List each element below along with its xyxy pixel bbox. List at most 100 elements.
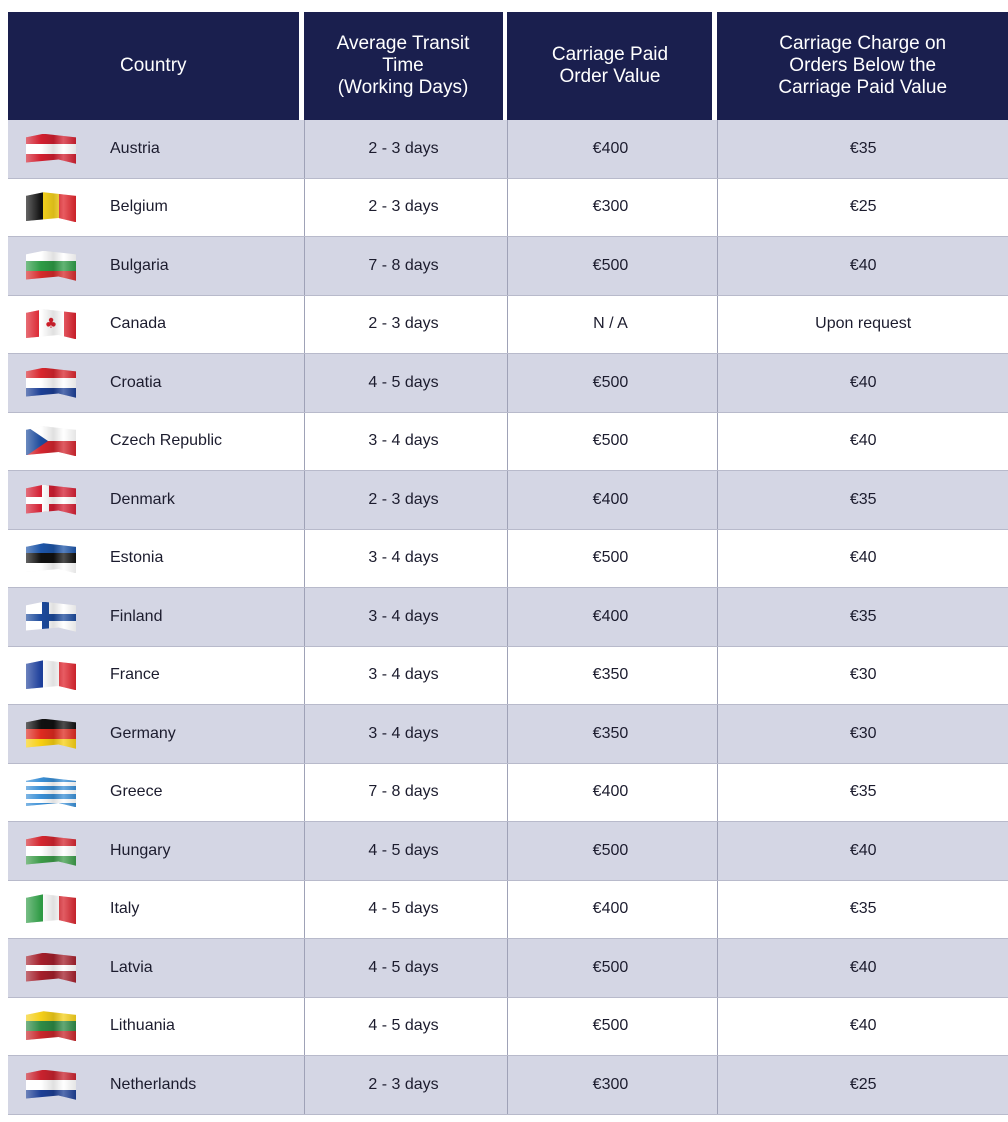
flag-shading xyxy=(26,133,76,164)
header-country: Country xyxy=(120,55,187,76)
maple-leaf-icon: ♣ xyxy=(26,309,76,339)
country-name: Czech Republic xyxy=(110,432,223,450)
denmark-flag-icon xyxy=(26,484,76,515)
country-name: Bulgaria xyxy=(110,256,169,274)
carriage-paid-value-cell: €350 xyxy=(507,646,712,704)
flag-cross xyxy=(26,484,76,515)
country-cell: Greece xyxy=(8,764,299,822)
transit-time-cell: 3 - 4 days xyxy=(303,705,503,763)
transit-time-cell: 4 - 5 days xyxy=(303,822,503,880)
flag-shading xyxy=(26,250,76,281)
estonia-flag-icon xyxy=(26,543,76,574)
carriage-charge-cell: €40 xyxy=(717,412,1008,470)
carriage-paid-value-cell: €500 xyxy=(507,529,712,587)
transit-time-cell: 3 - 4 days xyxy=(303,588,503,646)
country-cell: ♣Canada xyxy=(8,296,299,354)
header-divider xyxy=(502,12,508,120)
carriage-paid-value-cell: N / A xyxy=(507,295,712,353)
carriage-paid-value-cell: €400 xyxy=(507,763,712,821)
belgium-flag-icon xyxy=(26,192,76,223)
transit-time-cell: 2 - 3 days xyxy=(303,471,503,529)
carriage-charge-cell: €40 xyxy=(717,997,1008,1055)
carriage-charge-cell: €25 xyxy=(717,1056,1008,1114)
transit-time-cell: 4 - 5 days xyxy=(303,354,503,412)
country-cell: Bulgaria xyxy=(8,237,299,295)
carriage-charge-cell: €30 xyxy=(717,646,1008,704)
flag-shading xyxy=(26,192,76,223)
table-row: Austria 2 - 3 days€400€35 xyxy=(8,120,1008,179)
table-row: Netherlands 2 - 3 days€300€25 xyxy=(8,1056,1008,1115)
carriage-paid-value-cell: €300 xyxy=(507,1056,712,1114)
carriage-charge-cell: €40 xyxy=(717,529,1008,587)
carriage-paid-value-cell: €500 xyxy=(507,997,712,1055)
carriage-paid-value-cell: €500 xyxy=(507,822,712,880)
flag-shading xyxy=(26,1011,76,1042)
flag-shading xyxy=(26,309,76,340)
croatia-flag-icon xyxy=(26,367,76,398)
country-cell: Austria xyxy=(8,120,299,178)
country-name: Belgium xyxy=(110,198,168,216)
flag-cross xyxy=(26,601,76,632)
carriage-paid-value-cell: €400 xyxy=(507,120,712,178)
carriage-paid-value-cell: €400 xyxy=(507,471,712,529)
header-carriage-paid-value: Carriage Paid Order Value xyxy=(551,44,669,87)
flag-shading xyxy=(26,543,76,574)
flag-triangle xyxy=(26,426,48,457)
transit-time-cell: 4 - 5 days xyxy=(303,880,503,938)
country-name: Austria xyxy=(110,139,160,157)
czech-flag-icon xyxy=(26,426,76,457)
table-row: Finland 3 - 4 days€400€35 xyxy=(8,588,1008,647)
carriage-charge-cell: €35 xyxy=(717,880,1008,938)
country-cell: Croatia xyxy=(8,354,299,412)
flag-shading xyxy=(26,952,76,983)
carriage-charge-cell: €40 xyxy=(717,822,1008,880)
flag-shading xyxy=(26,894,76,925)
flag-shading xyxy=(26,835,76,866)
carriage-charge-cell: €40 xyxy=(717,939,1008,997)
carriage-paid-value-cell: €350 xyxy=(507,705,712,763)
finland-flag-icon xyxy=(26,601,76,632)
header-carriage-charge: Carriage Charge on Orders Below the Carr… xyxy=(778,33,948,98)
carriage-charge-cell: €35 xyxy=(717,588,1008,646)
carriage-charge-cell: €40 xyxy=(717,237,1008,295)
country-name: Netherlands xyxy=(110,1075,197,1093)
country-name: Estonia xyxy=(110,549,164,567)
header-divider xyxy=(712,12,718,120)
country-cell: Netherlands xyxy=(8,1056,299,1114)
transit-time-cell: 7 - 8 days xyxy=(303,763,503,821)
country-cell: Italy xyxy=(8,881,299,939)
country-name: Latvia xyxy=(110,958,153,976)
austria-flag-icon xyxy=(26,133,76,164)
carriage-charge-cell: Upon request xyxy=(717,295,1008,353)
carriage-paid-value-cell: €400 xyxy=(507,588,712,646)
country-name: Croatia xyxy=(110,373,162,391)
transit-time-cell: 2 - 3 days xyxy=(303,1056,503,1114)
canada-flag-icon: ♣ xyxy=(26,309,76,340)
greece-flag-icon xyxy=(26,777,76,808)
country-name: France xyxy=(110,666,160,684)
country-name: Finland xyxy=(110,607,163,625)
country-name: Denmark xyxy=(110,490,175,508)
carriage-charge-cell: €30 xyxy=(717,705,1008,763)
carriage-charge-cell: €25 xyxy=(717,178,1008,236)
france-flag-icon xyxy=(26,660,76,691)
country-cell: Denmark xyxy=(8,471,299,529)
flag-shading xyxy=(26,660,76,691)
transit-time-cell: 2 - 3 days xyxy=(303,120,503,178)
country-cell: Latvia xyxy=(8,939,299,997)
flag-shading xyxy=(26,367,76,398)
carriage-charge-cell: €35 xyxy=(717,120,1008,178)
